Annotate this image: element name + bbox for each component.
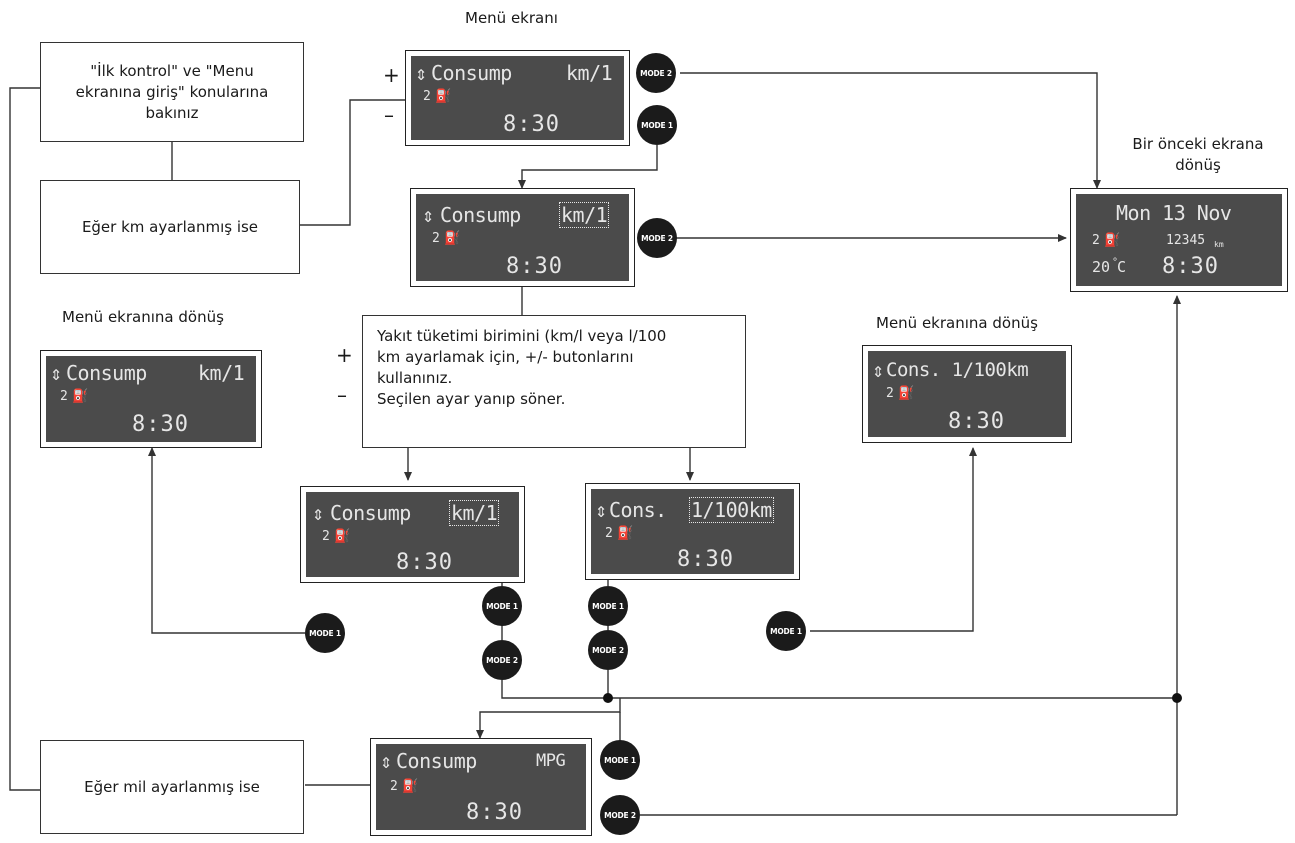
line-top-mode1-to-second [518, 145, 658, 189]
display-unit: MPG [536, 751, 566, 771]
fuel-level: 2 [605, 526, 613, 541]
odometer: 12345 [1166, 233, 1206, 248]
fuel-level: 2 [390, 779, 398, 794]
clock-time: 8:30 [948, 409, 1005, 434]
line-mode1-to-right-display [810, 447, 977, 632]
fuel-level: 2 [432, 231, 440, 246]
fuel-pump-icon: ⛽ [1104, 233, 1121, 248]
up-down-arrows-icon: ⇕ [312, 501, 324, 525]
clock-time: 8:30 [1162, 254, 1219, 279]
mode1-button-mpg[interactable]: MODE 1 [600, 740, 640, 780]
clock-time: 8:30 [677, 547, 734, 572]
up-down-arrows-icon: ⇕ [595, 498, 607, 522]
display-unit: km/1 [566, 61, 613, 85]
up-down-arrows-icon: ⇕ [415, 61, 427, 85]
display-unit-blinking: km/1 [558, 202, 610, 228]
mode1-button-top[interactable]: MODE 1 [637, 105, 677, 145]
up-down-arrows-icon: ⇕ [422, 203, 434, 227]
line-return-to-mpg [476, 698, 621, 739]
clock-time: 8:30 [503, 112, 560, 137]
clock-time: 8:30 [132, 412, 189, 437]
up-down-arrows-icon: ⇕ [50, 361, 62, 385]
display-consump-left: ⇕ Consump km/1 2 ⛽ 8:30 [40, 350, 262, 448]
odometer-unit: km [1214, 240, 1224, 249]
fuel-level: 2 [1092, 233, 1100, 248]
mode1-button-right-return[interactable]: MODE 1 [766, 611, 806, 651]
display-unit-blinking: 1/100km [689, 497, 774, 523]
mode2-button-top[interactable]: MODE 2 [636, 53, 676, 93]
line-left-bracket [9, 87, 40, 791]
see-topics-box: "İlk kontrol" ve "Menu ekranına giriş" k… [40, 42, 304, 142]
display-cons-l100-right: ⇕ Cons. 1/100km 2 ⛽ 8:30 [862, 345, 1072, 443]
return-menu-label-right: Menü ekranına dönüş [876, 314, 1038, 332]
display-consump-km-selected: ⇕ Consump km/1 2 ⛽ 8:30 [300, 486, 525, 583]
previous-screen-label: Bir önceki ekrana dönüş [1132, 135, 1264, 174]
display-unit: km/1 [198, 361, 245, 385]
if-km-box: Eğer km ayarlanmış ise [40, 180, 300, 274]
mode1-button-l100[interactable]: MODE 1 [588, 586, 628, 626]
junction-dot-right [1172, 693, 1182, 703]
display-unit-blinking: km/1 [448, 500, 500, 526]
instruction-box: Yakıt tüketimi birimini (km/l veya l/100… [362, 315, 746, 448]
fuel-level: 2 [322, 529, 330, 544]
clock-time: 8:30 [396, 550, 453, 575]
fuel-level: 2 [886, 386, 894, 401]
line-mode2-return [501, 680, 1177, 699]
minus-sign-mid: – [337, 383, 347, 407]
clock-time: 8:30 [466, 800, 523, 825]
display-consump-km-blink: ⇕ Consump km/1 2 ⛽ 8:30 [410, 188, 635, 287]
display-title: Consump [66, 361, 147, 385]
fuel-level: 2 [60, 389, 68, 404]
mode2-button-mpg[interactable]: MODE 2 [600, 795, 640, 835]
fuel-pump-icon: ⛽ [444, 231, 461, 246]
fuel-pump-icon: ⛽ [898, 386, 915, 401]
clock-time: 8:30 [506, 254, 563, 279]
junction-dot-mid [603, 693, 613, 703]
fuel-level: 2 [423, 89, 431, 104]
display-title: Consump [330, 501, 411, 525]
display-cons-l100-selected: ⇕ Cons. 1/100km 2 ⛽ 8:30 [585, 483, 800, 580]
temperature-unit: C [1117, 258, 1127, 276]
display-menu-consump: ⇕ Consump km/1 2 ⛽ 8:30 [405, 50, 630, 146]
mode1-button-left-return[interactable]: MODE 1 [305, 613, 345, 653]
temperature: 20 [1092, 258, 1111, 276]
display-title: Consump [440, 203, 521, 227]
line-mode1-to-left-display [148, 447, 305, 634]
return-menu-label-left: Menü ekranına dönüş [62, 308, 224, 326]
fuel-pump-icon: ⛽ [435, 89, 452, 104]
line-km-to-top-display [300, 99, 405, 226]
plus-sign-mid: + [336, 343, 353, 367]
fuel-pump-icon: ⛽ [617, 526, 634, 541]
display-date-previous: Mon 13 Nov 2 ⛽ 12345 km 20 ° C 8:30 [1070, 188, 1288, 292]
if-mile-box: Eğer mil ayarlanmış ise [40, 740, 304, 834]
up-down-arrows-icon: ⇕ [872, 358, 884, 382]
up-down-arrows-icon: ⇕ [380, 749, 392, 773]
display-title: Consump [396, 749, 477, 773]
fuel-pump-icon: ⛽ [334, 529, 351, 544]
mode2-button-second[interactable]: MODE 2 [637, 218, 677, 258]
display-title: Consump [431, 61, 512, 85]
mode2-button-l100[interactable]: MODE 2 [588, 630, 628, 670]
mode2-button-km[interactable]: MODE 2 [482, 640, 522, 680]
date-line: Mon 13 Nov [1116, 201, 1232, 225]
display-title: Cons. 1/100km [886, 359, 1029, 381]
fuel-pump-icon: ⛽ [402, 779, 419, 794]
degree-symbol: ° [1112, 257, 1119, 268]
menu-screen-label: Menü ekranı [465, 9, 558, 27]
fuel-pump-icon: ⛽ [72, 389, 89, 404]
line-top-mode2-to-date [680, 72, 1101, 189]
plus-sign-top: + [383, 63, 400, 87]
mode1-button-km[interactable]: MODE 1 [482, 586, 522, 626]
minus-sign-top: – [384, 103, 394, 127]
display-title: Cons. [609, 498, 667, 522]
display-consump-mpg: ⇕ Consump MPG 2 ⛽ 8:30 [370, 738, 592, 836]
